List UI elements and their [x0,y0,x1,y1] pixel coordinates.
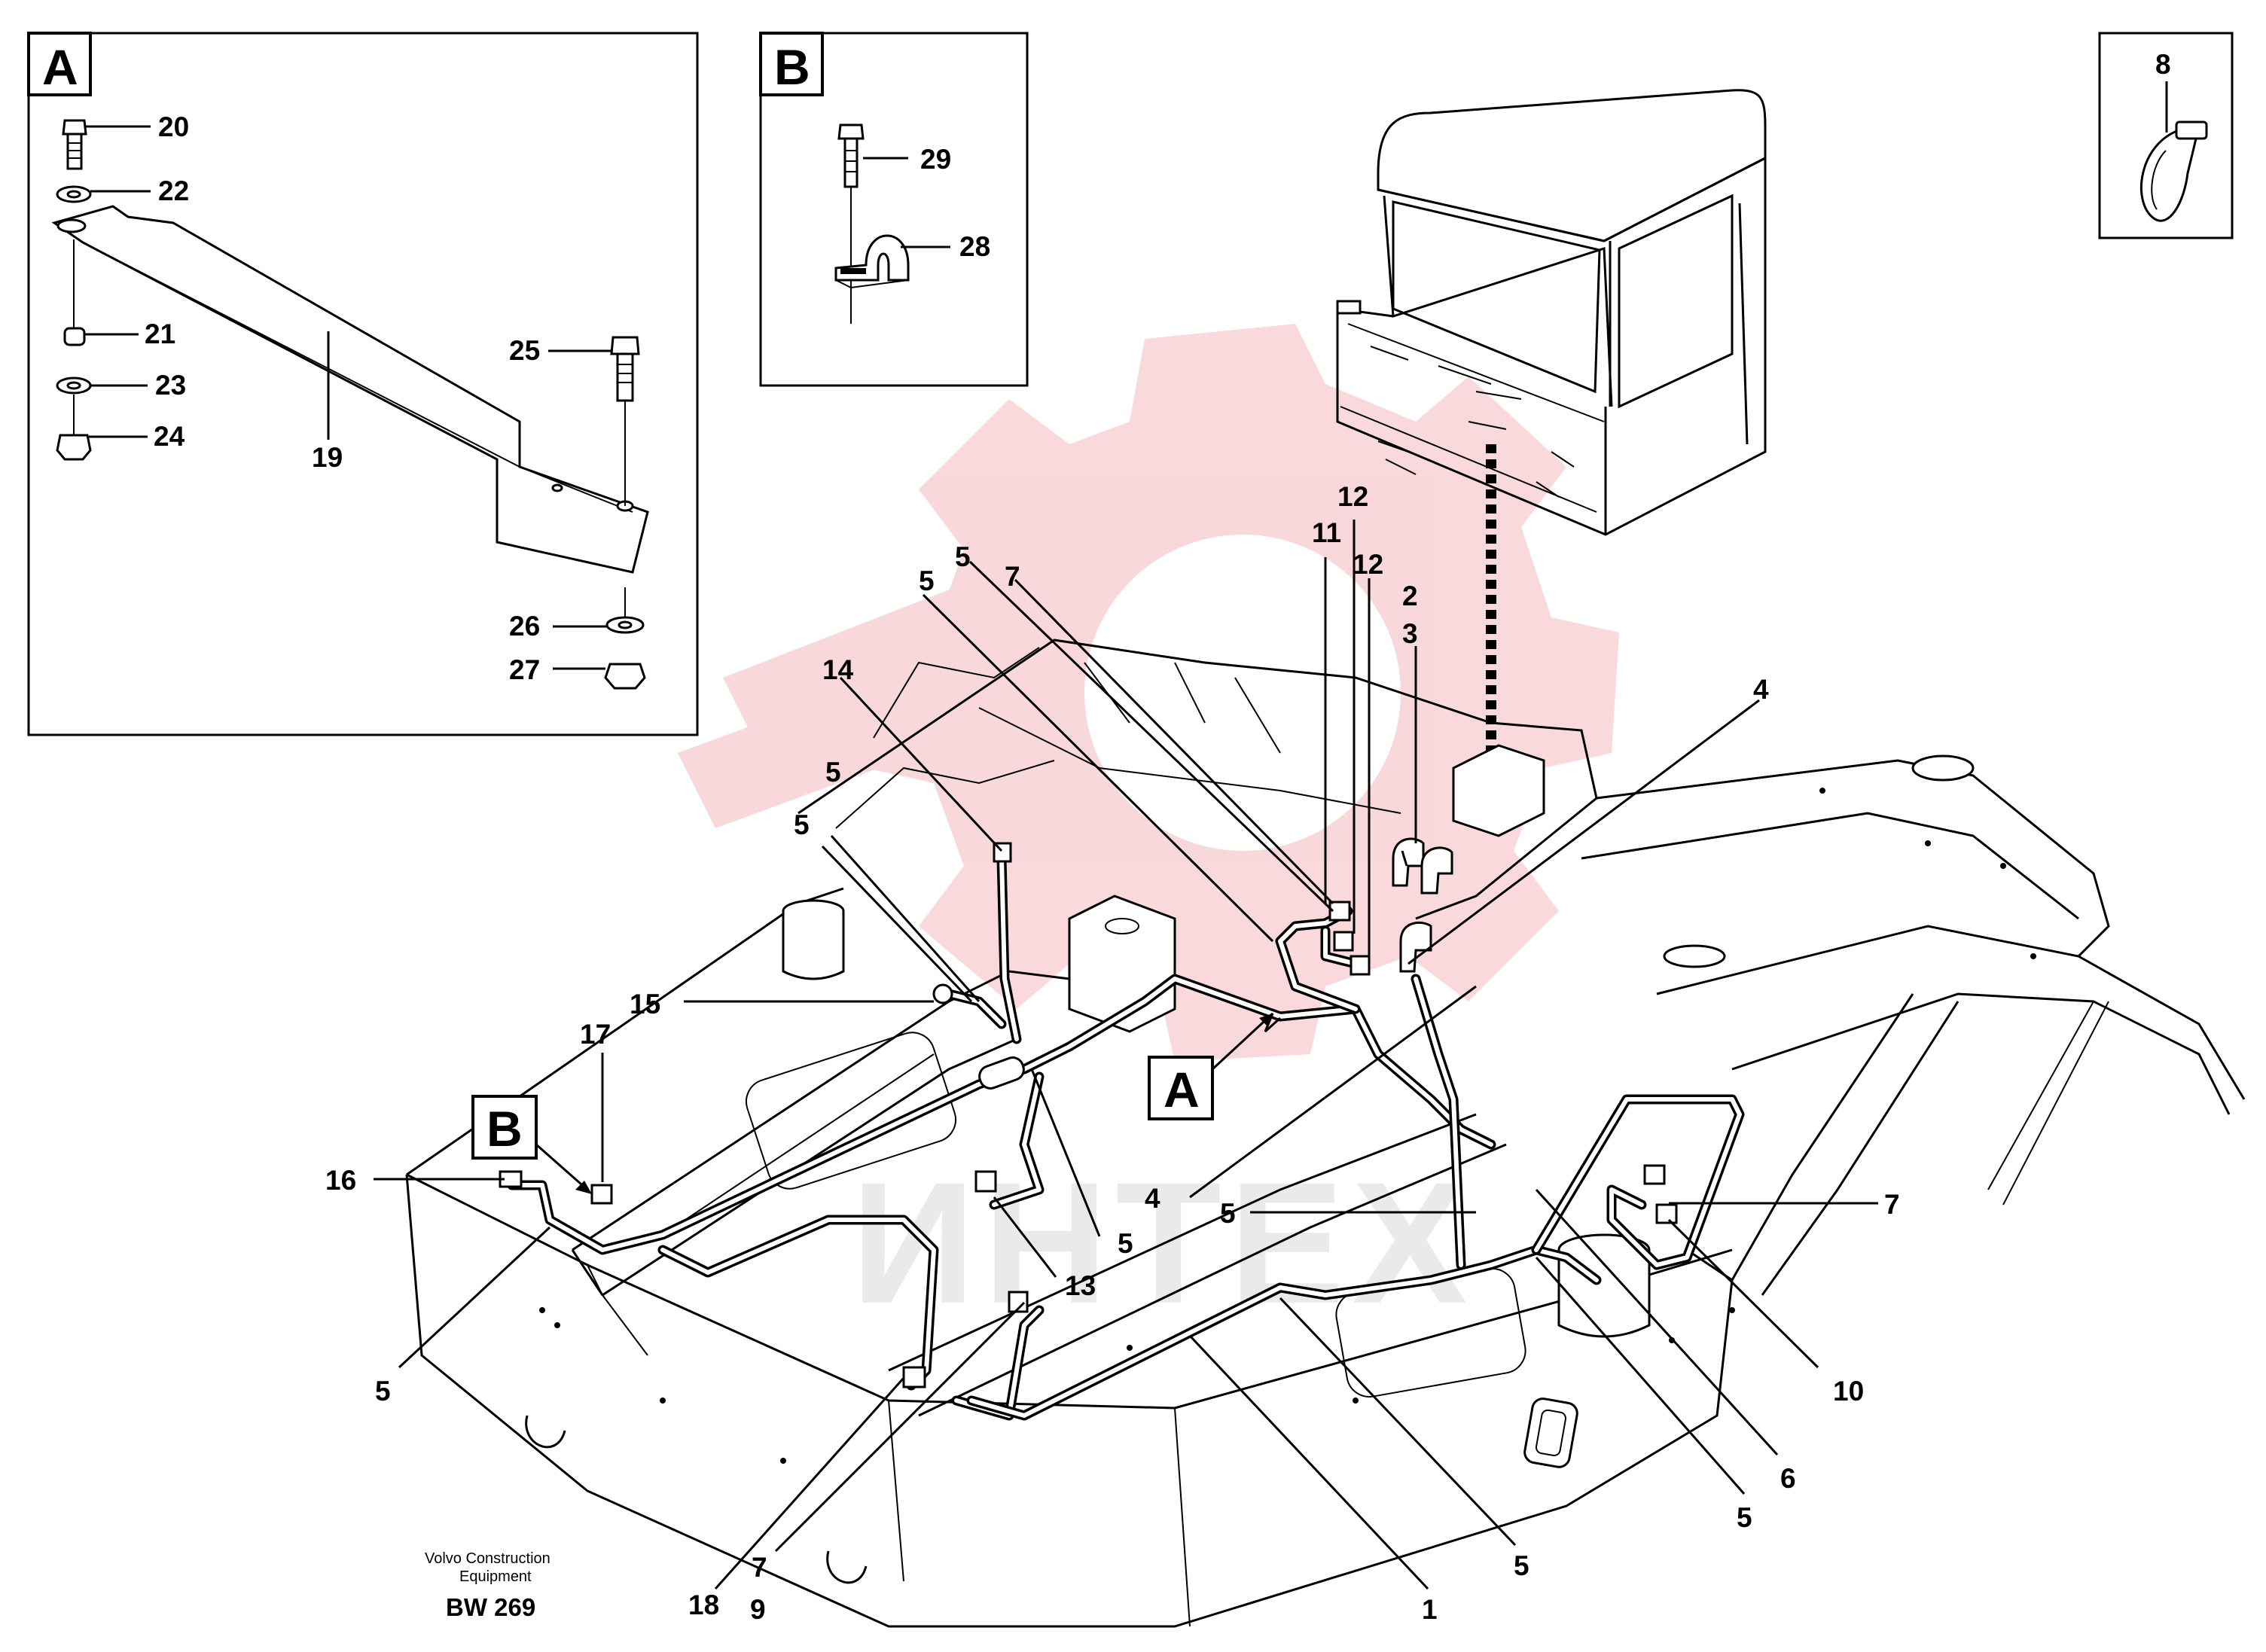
label-5: 5 [794,809,810,840]
connector-icon [1643,1164,1666,1185]
label-24: 24 [154,421,185,452]
label-11: 11 [1312,517,1341,548]
nut-icon [56,434,92,461]
label-5: 5 [1118,1228,1133,1259]
label-5: 5 [919,565,935,596]
connector-icon [974,1170,997,1193]
operator-cab [1336,89,1767,536]
watermark-text: ИНТЕХ [851,1146,1475,1340]
label-21: 21 [145,319,175,349]
label-22: 22 [158,175,189,206]
label-28: 28 [959,231,990,262]
inset-a-letter: A [42,39,78,95]
label-6: 6 [1780,1463,1796,1494]
label-7: 7 [752,1552,767,1583]
label-17: 17 [580,1019,611,1050]
part-number-labels: 14 5 5 5 5 7 11 12 12 2 3 4 15 17 16 4 5… [325,481,1900,1625]
inset-box-8: 8 [2098,32,2234,239]
label-23: 23 [155,370,186,401]
label-4: 4 [1753,674,1769,705]
label-8: 8 [2155,49,2171,80]
spacer-icon [63,327,86,346]
connector-icon [902,1366,926,1388]
label-19: 19 [312,442,343,473]
label-5: 5 [1220,1198,1236,1229]
label-15: 15 [630,989,660,1020]
cable-tie-icon [2139,120,2208,222]
callout-box-b: B [471,1095,592,1194]
label-7: 7 [1884,1189,1900,1220]
connector-icon [590,1184,613,1205]
label-12: 12 [1337,481,1368,512]
inset-b-letter: B [774,39,810,95]
footer-credit: Volvo Construction Equipment BW 269 [425,1550,550,1621]
label-2: 2 [1402,581,1418,611]
hatch-handle [1523,1397,1578,1468]
maker-line-2: Equipment [459,1568,532,1585]
label-5: 5 [825,757,841,788]
label-29: 29 [920,144,951,175]
label-5: 5 [1737,1502,1752,1533]
label-14: 14 [822,654,854,685]
connector-icon [1328,901,1351,922]
label-18: 18 [688,1590,719,1620]
label-20: 20 [158,111,189,142]
maker-line-1: Volvo Construction [425,1550,550,1567]
callout-b-letter: B [486,1101,523,1157]
mount-boss [1663,944,1726,968]
cable-harness [507,853,1745,1421]
callout-box-a: A [1148,1012,1282,1120]
bolt-icon [610,336,640,506]
label-9: 9 [750,1594,766,1625]
connector-icon [1350,955,1371,976]
label-27: 27 [509,654,540,685]
bolt-icon [837,123,865,324]
label-3: 3 [1402,618,1418,649]
filter-canister [782,899,845,980]
grommet-icon [978,1056,1025,1090]
elbow-fitting-icon [1420,846,1453,895]
label-7: 7 [1005,561,1020,592]
label-5: 5 [955,541,971,572]
connector-icon [1655,1203,1678,1224]
label-25: 25 [509,335,540,366]
nut-icon [604,663,646,690]
label-12: 12 [1353,549,1383,580]
grommet-icon [932,983,953,1004]
label-13: 13 [1065,1270,1096,1301]
drawing-code: BW 269 [446,1593,535,1621]
mount-boss [1911,754,1975,782]
label-4: 4 [1145,1183,1160,1214]
callout-a-letter: A [1163,1062,1200,1117]
label-5: 5 [375,1376,391,1407]
clamp-icon [834,234,910,289]
bolt-icon [62,119,87,170]
mount-bracket [1452,744,1545,837]
label-10: 10 [1833,1376,1864,1407]
connector-icon [1333,931,1354,952]
inset-box-b: B 29 28 [759,32,1029,387]
inset-box-a: A [27,32,699,736]
label-26: 26 [509,611,540,642]
label-16: 16 [325,1165,356,1196]
leader-lines [374,520,1878,1590]
label-1: 1 [1422,1594,1438,1625]
bracket-part [51,205,649,574]
label-5: 5 [1514,1550,1529,1581]
